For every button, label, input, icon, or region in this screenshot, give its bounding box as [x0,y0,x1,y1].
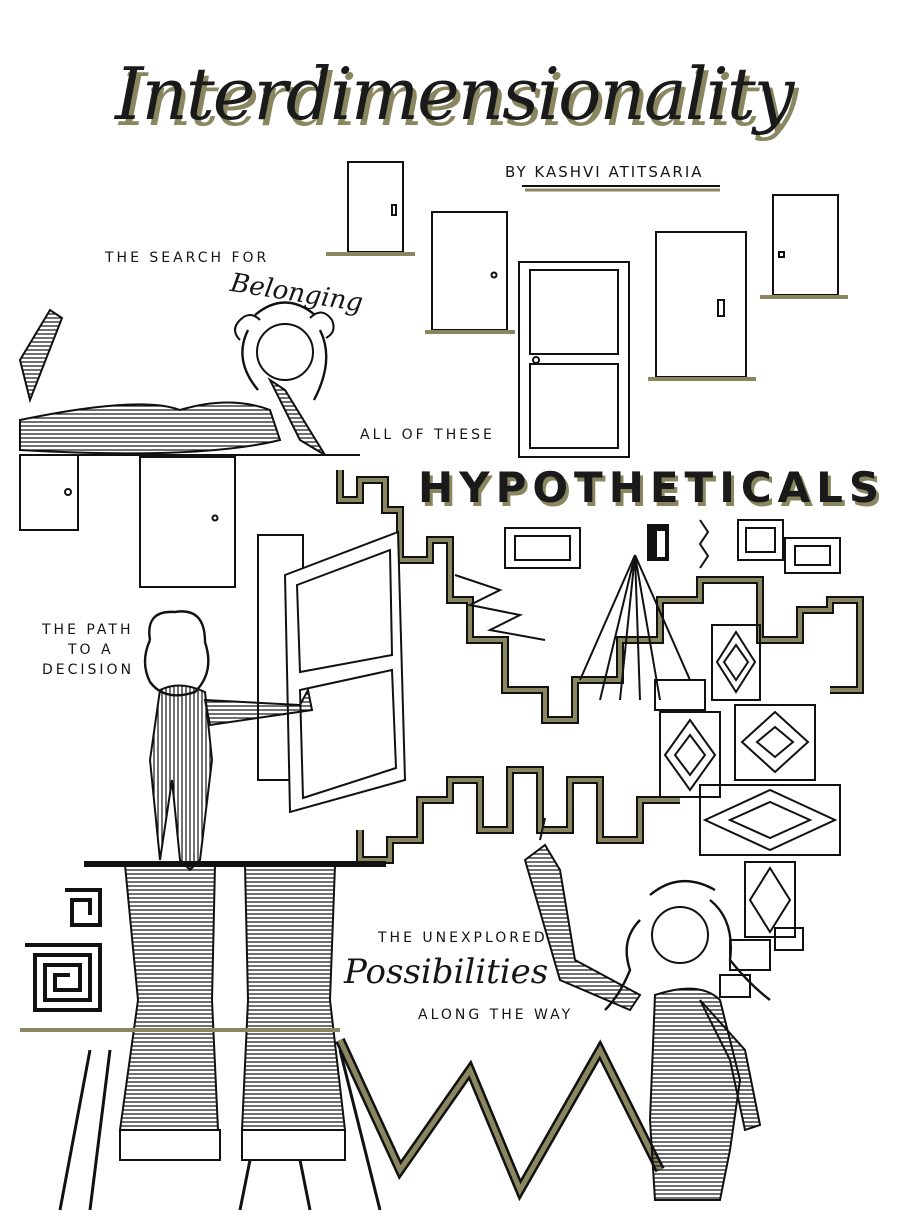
door-5 [760,194,848,299]
door-3 [518,261,630,458]
door-1 [326,161,415,256]
caption-search-for: The search for [105,250,270,266]
pointing-figure [523,817,771,1201]
maze-lines [25,470,864,1202]
caption-path-line2: to a [68,642,114,658]
title-underline [522,185,720,192]
open-door [257,530,407,814]
reclining-figure [18,301,335,456]
spiral-frames [654,624,841,998]
caption-along-the-way: along the way [418,1007,574,1023]
page-title: Interdimensionality [115,52,794,136]
caption-all-of-these: All of these [360,427,495,443]
byline: by Kashvi Atitsaria [505,163,704,181]
caption-path-line1: The path [42,622,134,638]
ledge [19,454,360,588]
door-2 [425,211,515,334]
standing-figure [143,610,314,872]
caption-hypotheticals: HYPOTHETICALS [418,463,886,512]
door-4 [648,231,756,381]
decor-cluster [454,519,841,701]
caption-unexplored: The unexplored [378,930,548,946]
caption-path-line3: decision [42,662,135,678]
giant-legs [20,861,386,1211]
floating-doors [326,161,848,458]
caption-possibilities: Possibilities [344,952,549,992]
